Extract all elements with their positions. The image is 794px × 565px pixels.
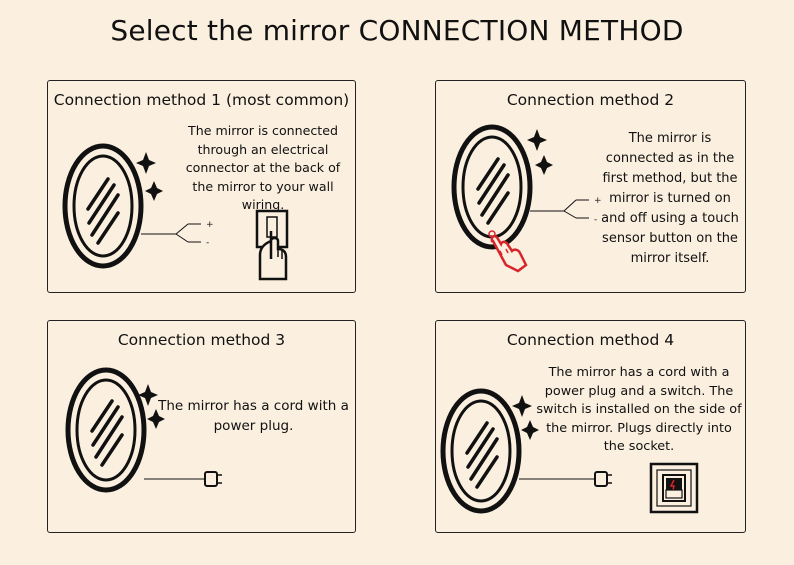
mirror-illustration	[440, 388, 699, 514]
plus-terminal-label: +	[206, 220, 214, 230]
wall-switch-hand-icon	[255, 209, 289, 281]
card-description: The mirror is connected as in the first …	[601, 131, 739, 266]
oval-mirror-icon	[440, 388, 522, 514]
card-title: Connection method 4	[506, 331, 675, 349]
card-description: The mirror has a cord with a power plug.	[158, 398, 349, 434]
rocker-switch-icon	[649, 462, 699, 514]
wire-connector-icon	[141, 223, 201, 243]
mirror-illustration: + -	[62, 143, 289, 281]
connection-method-2-card[interactable]: Connection method 2 The mirror is connec…	[435, 80, 746, 293]
sparkle-icon	[527, 129, 553, 175]
connection-method-1-card[interactable]: Connection method 1 (most common) The mi…	[47, 80, 356, 293]
card-title: Connection method 1 (most common)	[53, 91, 350, 109]
minus-terminal-label: -	[594, 215, 597, 225]
minus-terminal-label: -	[206, 238, 209, 248]
card-title: Connection method 2	[506, 91, 675, 109]
connection-method-4-card[interactable]: Connection method 4 The mirror has a cor…	[435, 320, 746, 533]
wire-connector-icon	[530, 199, 589, 219]
oval-mirror-icon	[65, 367, 147, 493]
card-title: Connection method 3	[117, 331, 286, 349]
sparkle-icon	[512, 395, 539, 440]
power-plug-icon	[519, 471, 612, 487]
mirror-illustration: + -	[451, 124, 602, 273]
power-plug-icon	[144, 471, 222, 487]
oval-mirror-icon	[451, 124, 533, 250]
card-description: The mirror has a cord with a power plug …	[536, 365, 742, 454]
card-description: The mirror is connected through an elect…	[185, 123, 341, 212]
mirror-illustration	[65, 367, 222, 493]
page-title: Select the mirror CONNECTION METHOD	[110, 14, 684, 47]
sparkle-icon	[138, 384, 165, 429]
sparkle-icon	[136, 152, 163, 201]
plus-terminal-label: +	[594, 196, 602, 206]
touch-hand-icon	[488, 230, 528, 273]
connection-method-3-card[interactable]: Connection method 3 The mirror has a cor…	[47, 320, 356, 533]
oval-mirror-icon	[62, 143, 144, 269]
